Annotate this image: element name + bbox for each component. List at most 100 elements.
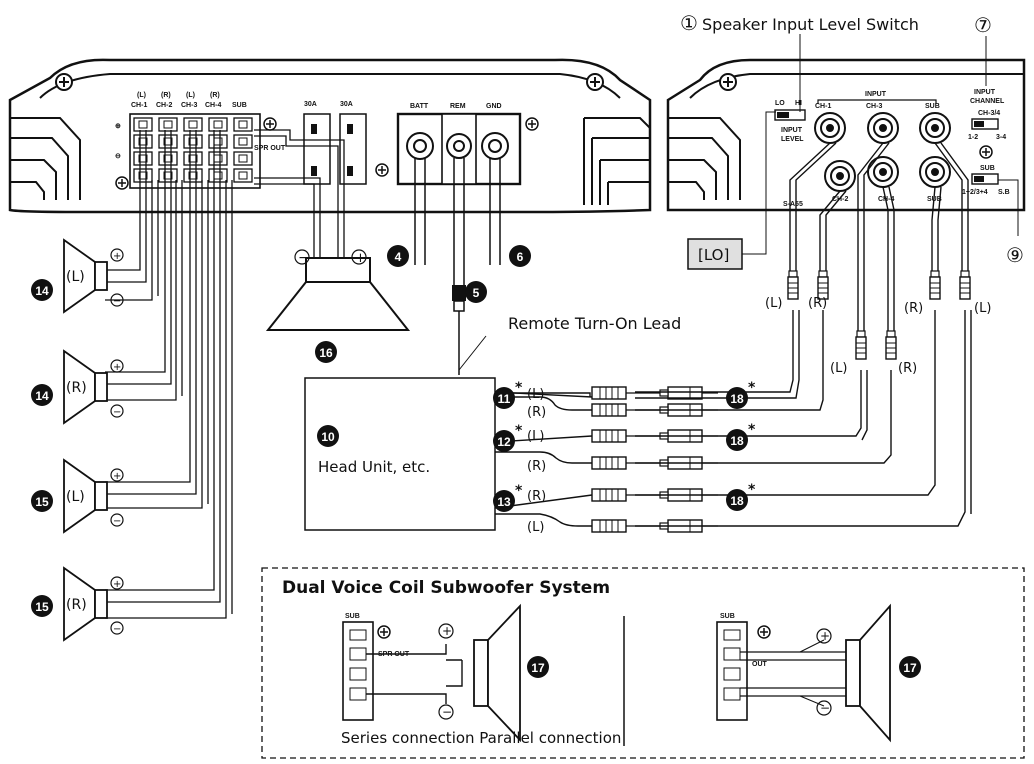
ch-top-2: (R) [161, 92, 171, 99]
speaker-2: (R)+− [63, 349, 124, 425]
speaker-wires [105, 129, 345, 619]
dvc1-minus: − [442, 705, 452, 719]
rca-input-plug [787, 270, 799, 300]
fuse-label-2: 30A [340, 101, 353, 108]
svg-text:15: 15 [35, 600, 49, 614]
speaker-channel-label: (L) [66, 269, 85, 285]
rca-channel-label: (R) [527, 459, 546, 474]
input-level-text: INPUT [781, 127, 803, 134]
badge-b17b: 17 [899, 656, 921, 678]
badge-b18a: 18 [726, 387, 748, 409]
dvc-section: Dual Voice Coil Subwoofer System SUB SPR… [261, 567, 1025, 759]
input-level-switch[interactable] [774, 109, 806, 121]
svg-text:11: 11 [498, 392, 511, 406]
ch-top-3: (L) [186, 92, 195, 99]
sub-opt-1: 1+2/3+4 [962, 189, 988, 196]
rca-input-plug [817, 270, 829, 300]
badge-b18b: 18 [726, 429, 748, 451]
sub-minus: − [298, 250, 310, 266]
badge-b10: 10 [317, 425, 339, 447]
callout-9: ⑨ [1006, 243, 1024, 267]
dvc-sub-2: SUB [720, 613, 735, 620]
speaker-channel-label: (R) [66, 597, 87, 613]
callout-1-text: Speaker Input Level Switch [702, 15, 919, 34]
input-channel-switch[interactable] [971, 118, 999, 130]
head-unit-box [304, 377, 496, 531]
rem-label: REM [450, 103, 466, 110]
ch34-opt-1: 1-2 [968, 134, 978, 141]
badge-b6: 6 [509, 245, 531, 267]
asterisk: * [515, 483, 523, 499]
speaker-plus: + [113, 471, 121, 482]
rca-input-plug [929, 270, 941, 300]
series-parallel-label: Series connection Parallel connection [341, 729, 621, 747]
badge-b18c: 18 [726, 489, 748, 511]
dvc1-plus: + [442, 624, 452, 638]
jack-ch3: CH-3 [866, 103, 882, 110]
gnd-label: GND [486, 103, 502, 110]
svg-text:14: 14 [35, 389, 49, 403]
svg-text:4: 4 [395, 250, 402, 264]
rca-channel-label: (L) [974, 301, 991, 316]
ch-name-3: CH-3 [181, 102, 197, 109]
spr-out-label: SPR OUT [254, 145, 286, 152]
input-channel-label: INPUT [974, 89, 996, 96]
ch-name-sub: SUB [232, 102, 247, 109]
ch-name-4: CH-4 [205, 102, 221, 109]
rca-channel-label: (R) [808, 296, 827, 311]
ch-name-1: CH-1 [131, 102, 147, 109]
ch-top-1: (L) [137, 92, 146, 99]
rca-channel-label: (L) [527, 520, 544, 535]
sub-mode-switch[interactable] [971, 173, 999, 185]
badge-b14a: 14 [31, 279, 53, 301]
ch-name-2: CH-2 [156, 102, 172, 109]
asterisk: * [748, 482, 756, 498]
ch34-opt-2: 3-4 [996, 134, 1006, 141]
front-rear-speakers: (L)+−(R)+−(L)+−(R)+− [63, 238, 124, 642]
speaker-minus: − [113, 516, 121, 527]
asterisk: * [748, 422, 756, 438]
sub-plus: + [355, 251, 366, 266]
dvc2-minus: − [820, 701, 830, 715]
sub-switch-label: SUB [980, 165, 995, 172]
rca-channel-label: (L) [765, 296, 782, 311]
asterisk: * [515, 423, 523, 439]
callout-7: ⑦ [974, 13, 992, 37]
svg-text:14: 14 [35, 284, 49, 298]
svg-text:12: 12 [497, 435, 511, 449]
speaker-channel-label: (L) [66, 489, 85, 505]
dvc-title: Dual Voice Coil Subwoofer System [282, 578, 610, 598]
fuse-label-1: 30A [304, 101, 317, 108]
input-level-text-2: LEVEL [781, 136, 804, 143]
input-channel-label-2: CHANNEL [970, 98, 1005, 105]
remote-turn-on-label: Remote Turn-On Lead [508, 314, 681, 333]
badge-b16: 16 [315, 341, 337, 363]
badge-b15b: 15 [31, 595, 53, 617]
speaker-minus: − [113, 296, 121, 307]
dvc-sub-1: SUB [345, 613, 360, 620]
speaker-1: (L)+− [63, 238, 124, 314]
speaker-terminal-block [133, 117, 253, 183]
badge-b5: 5 [465, 281, 487, 303]
svg-text:10: 10 [321, 430, 335, 444]
rca-channel-label: (L) [527, 429, 544, 444]
rca-pair [591, 386, 718, 400]
rca-input-plug [885, 330, 897, 360]
svg-text:17: 17 [903, 661, 917, 675]
svg-text:15: 15 [35, 495, 49, 509]
batt-label: BATT [410, 103, 429, 110]
svg-text:16: 16 [319, 346, 333, 360]
channel-labels: (L)(R)(L)(R)(R)(L)(L)(R)(L)(R)(R)(L) [527, 296, 991, 535]
subwoofer-16: − + [265, 249, 411, 331]
rca-connector-rows [591, 386, 718, 533]
badge-b15a: 15 [31, 490, 53, 512]
input-rca-cables [635, 142, 972, 527]
rca-channel-label: (L) [527, 387, 544, 402]
speaker-3: (L) + − [63, 458, 124, 534]
model-label: S-A55 [783, 201, 803, 208]
badge-b14b: 14 [31, 384, 53, 406]
speaker-channel-label: (R) [66, 380, 87, 396]
speaker-minus: − [113, 624, 121, 635]
